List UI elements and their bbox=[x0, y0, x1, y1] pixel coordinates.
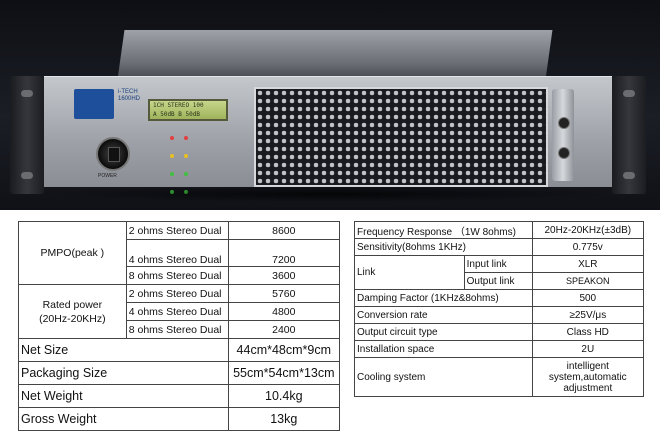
lcd-line-2: A 50dB B 50dB bbox=[153, 111, 200, 118]
amplifier-front-panel: i-TECH 1600HD 1CH STEREO 100 A 50dB B 50… bbox=[44, 76, 612, 194]
rated-power-label: Rated power (20Hz-20KHz) bbox=[18, 284, 127, 339]
front-handle bbox=[552, 89, 574, 181]
table-row: Rated power (20Hz-20KHz) 2 ohms Stereo D… bbox=[18, 284, 341, 339]
chassis-top bbox=[118, 30, 553, 76]
table-row: Conversion rate ≥25V/μs bbox=[354, 306, 645, 324]
power-label: POWER bbox=[98, 173, 117, 179]
table-row: 8 ohms Stereo Dual 3600 bbox=[19, 266, 341, 285]
lcd-display: 1CH STEREO 100 A 50dB B 50dB bbox=[148, 99, 228, 121]
pmpo-label: PMPO(peak ) bbox=[18, 221, 127, 285]
status-led-icon bbox=[170, 154, 174, 158]
table-row: Frequency Response （1W 8ohms) 20Hz-20KHz… bbox=[354, 221, 645, 239]
spec-table-power: PMPO(peak ) 2 ohms Stereo Dual 8600 4 oh… bbox=[18, 221, 341, 431]
table-row: Sensitivity(8ohms 1KHz) 0.775v bbox=[354, 238, 645, 256]
status-led-icon bbox=[184, 154, 188, 158]
spec-table-general: Frequency Response （1W 8ohms) 20Hz-20KHz… bbox=[354, 221, 645, 397]
status-led-icon bbox=[170, 136, 174, 140]
level-knob-icon bbox=[558, 117, 570, 129]
table-row: Net Size 44cm*48cm*9cm bbox=[18, 338, 341, 362]
table-row: Cooling system intelligent system,automa… bbox=[354, 357, 645, 397]
table-row: Gross Weight 13kg bbox=[18, 407, 341, 431]
status-led-icon bbox=[170, 172, 174, 176]
table-row: Output circuit type Class HD bbox=[354, 323, 645, 341]
level-knob-icon bbox=[558, 147, 570, 159]
rack-ear-right bbox=[612, 76, 646, 194]
ventilation-grille bbox=[254, 87, 548, 187]
table-row: Damping Factor (1KHz&8ohms) 500 bbox=[354, 289, 645, 307]
product-photo: i-TECH 1600HD 1CH STEREO 100 A 50dB B 50… bbox=[0, 0, 660, 210]
table-row: 8 ohms Stereo Dual 2400 bbox=[19, 320, 341, 339]
table-row: Link Input link XLR bbox=[354, 255, 645, 290]
table-row: Installation space 2U bbox=[354, 340, 645, 358]
brand-logo-icon bbox=[74, 89, 114, 119]
table-row: Packaging Size 55cm*54cm*13cm bbox=[18, 361, 341, 385]
table-row: Net Weight 10.4kg bbox=[18, 384, 341, 408]
brand-label: i-TECH 1600HD bbox=[118, 89, 141, 102]
power-switch bbox=[96, 137, 130, 171]
status-led-icon bbox=[184, 172, 188, 176]
status-led-icon bbox=[184, 136, 188, 140]
table-row: PMPO(peak ) 2 ohms Stereo Dual 8600 bbox=[18, 221, 341, 285]
rack-ear-left bbox=[10, 76, 44, 194]
lcd-line-1: 1CH STEREO 100 bbox=[153, 102, 204, 109]
